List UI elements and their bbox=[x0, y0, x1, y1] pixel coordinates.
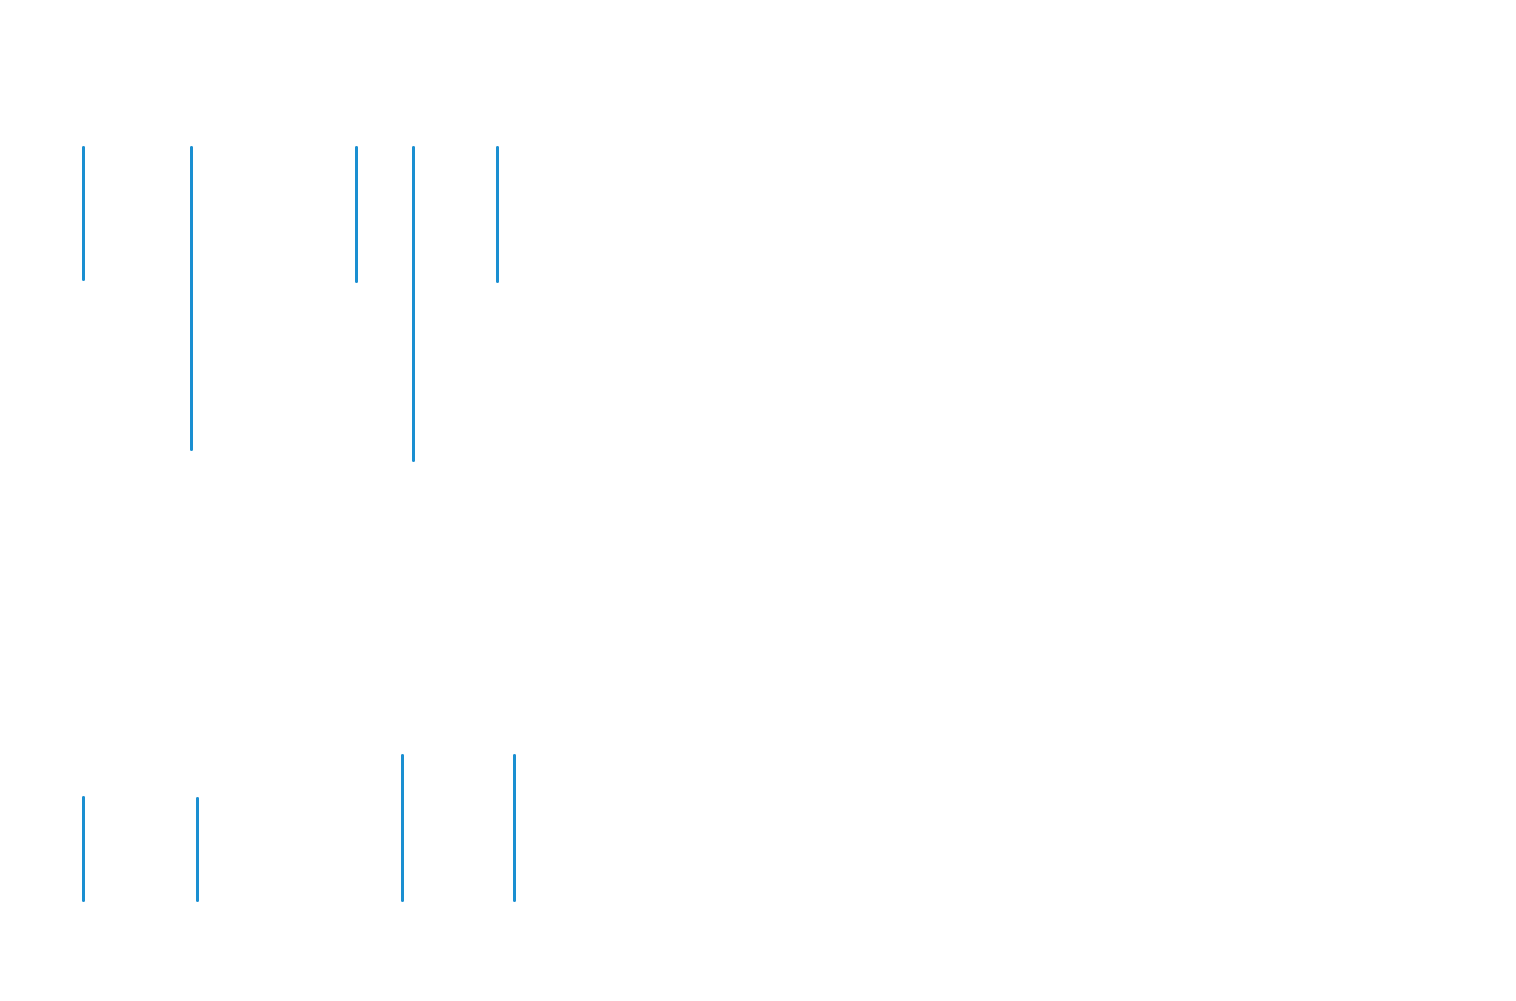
text-cursor-line bbox=[513, 754, 516, 902]
text-cursor-line bbox=[82, 796, 85, 902]
text-cursor-line bbox=[82, 146, 85, 281]
text-cursor-line bbox=[190, 146, 193, 451]
text-cursor-line bbox=[412, 146, 415, 462]
text-cursor-line bbox=[401, 754, 404, 902]
text-cursor-line bbox=[496, 146, 499, 283]
text-cursor-line bbox=[196, 797, 199, 902]
text-cursor-line bbox=[355, 146, 358, 283]
